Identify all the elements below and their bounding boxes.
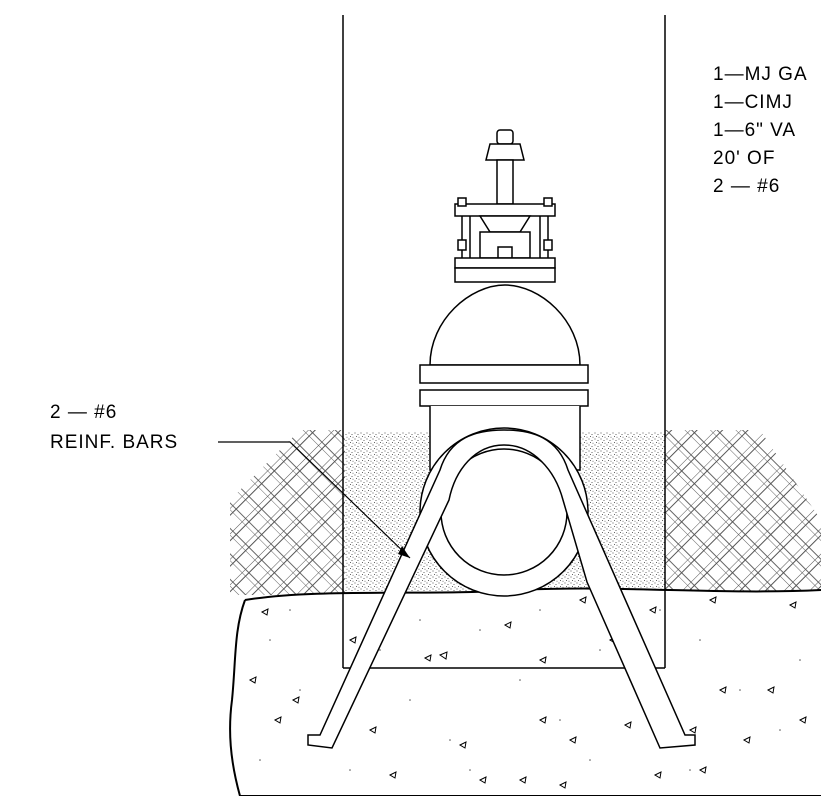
note-line-2: 1—CIMJ bbox=[713, 92, 793, 113]
earth-hatch-left bbox=[230, 430, 345, 595]
note-line-1: 1—MJ GA bbox=[713, 64, 808, 85]
water-pipe bbox=[419, 427, 589, 597]
note-line-3: 1—6" VA bbox=[713, 120, 796, 141]
reinforcing-bars bbox=[307, 429, 696, 749]
note-line-4: 20' OF bbox=[713, 148, 775, 169]
earth-hatch-right bbox=[665, 430, 821, 595]
gate-valve bbox=[419, 129, 589, 471]
note-line-5: 2 — #6 bbox=[713, 176, 780, 197]
reinf-bar-leader bbox=[218, 441, 411, 559]
bar-callout-label: REINF. BARS bbox=[50, 432, 178, 453]
concrete-thrust-block bbox=[229, 587, 821, 797]
bar-callout-qty: 2 — #6 bbox=[50, 402, 117, 423]
leader-arrowhead bbox=[398, 546, 410, 558]
trench-walls bbox=[342, 15, 666, 669]
